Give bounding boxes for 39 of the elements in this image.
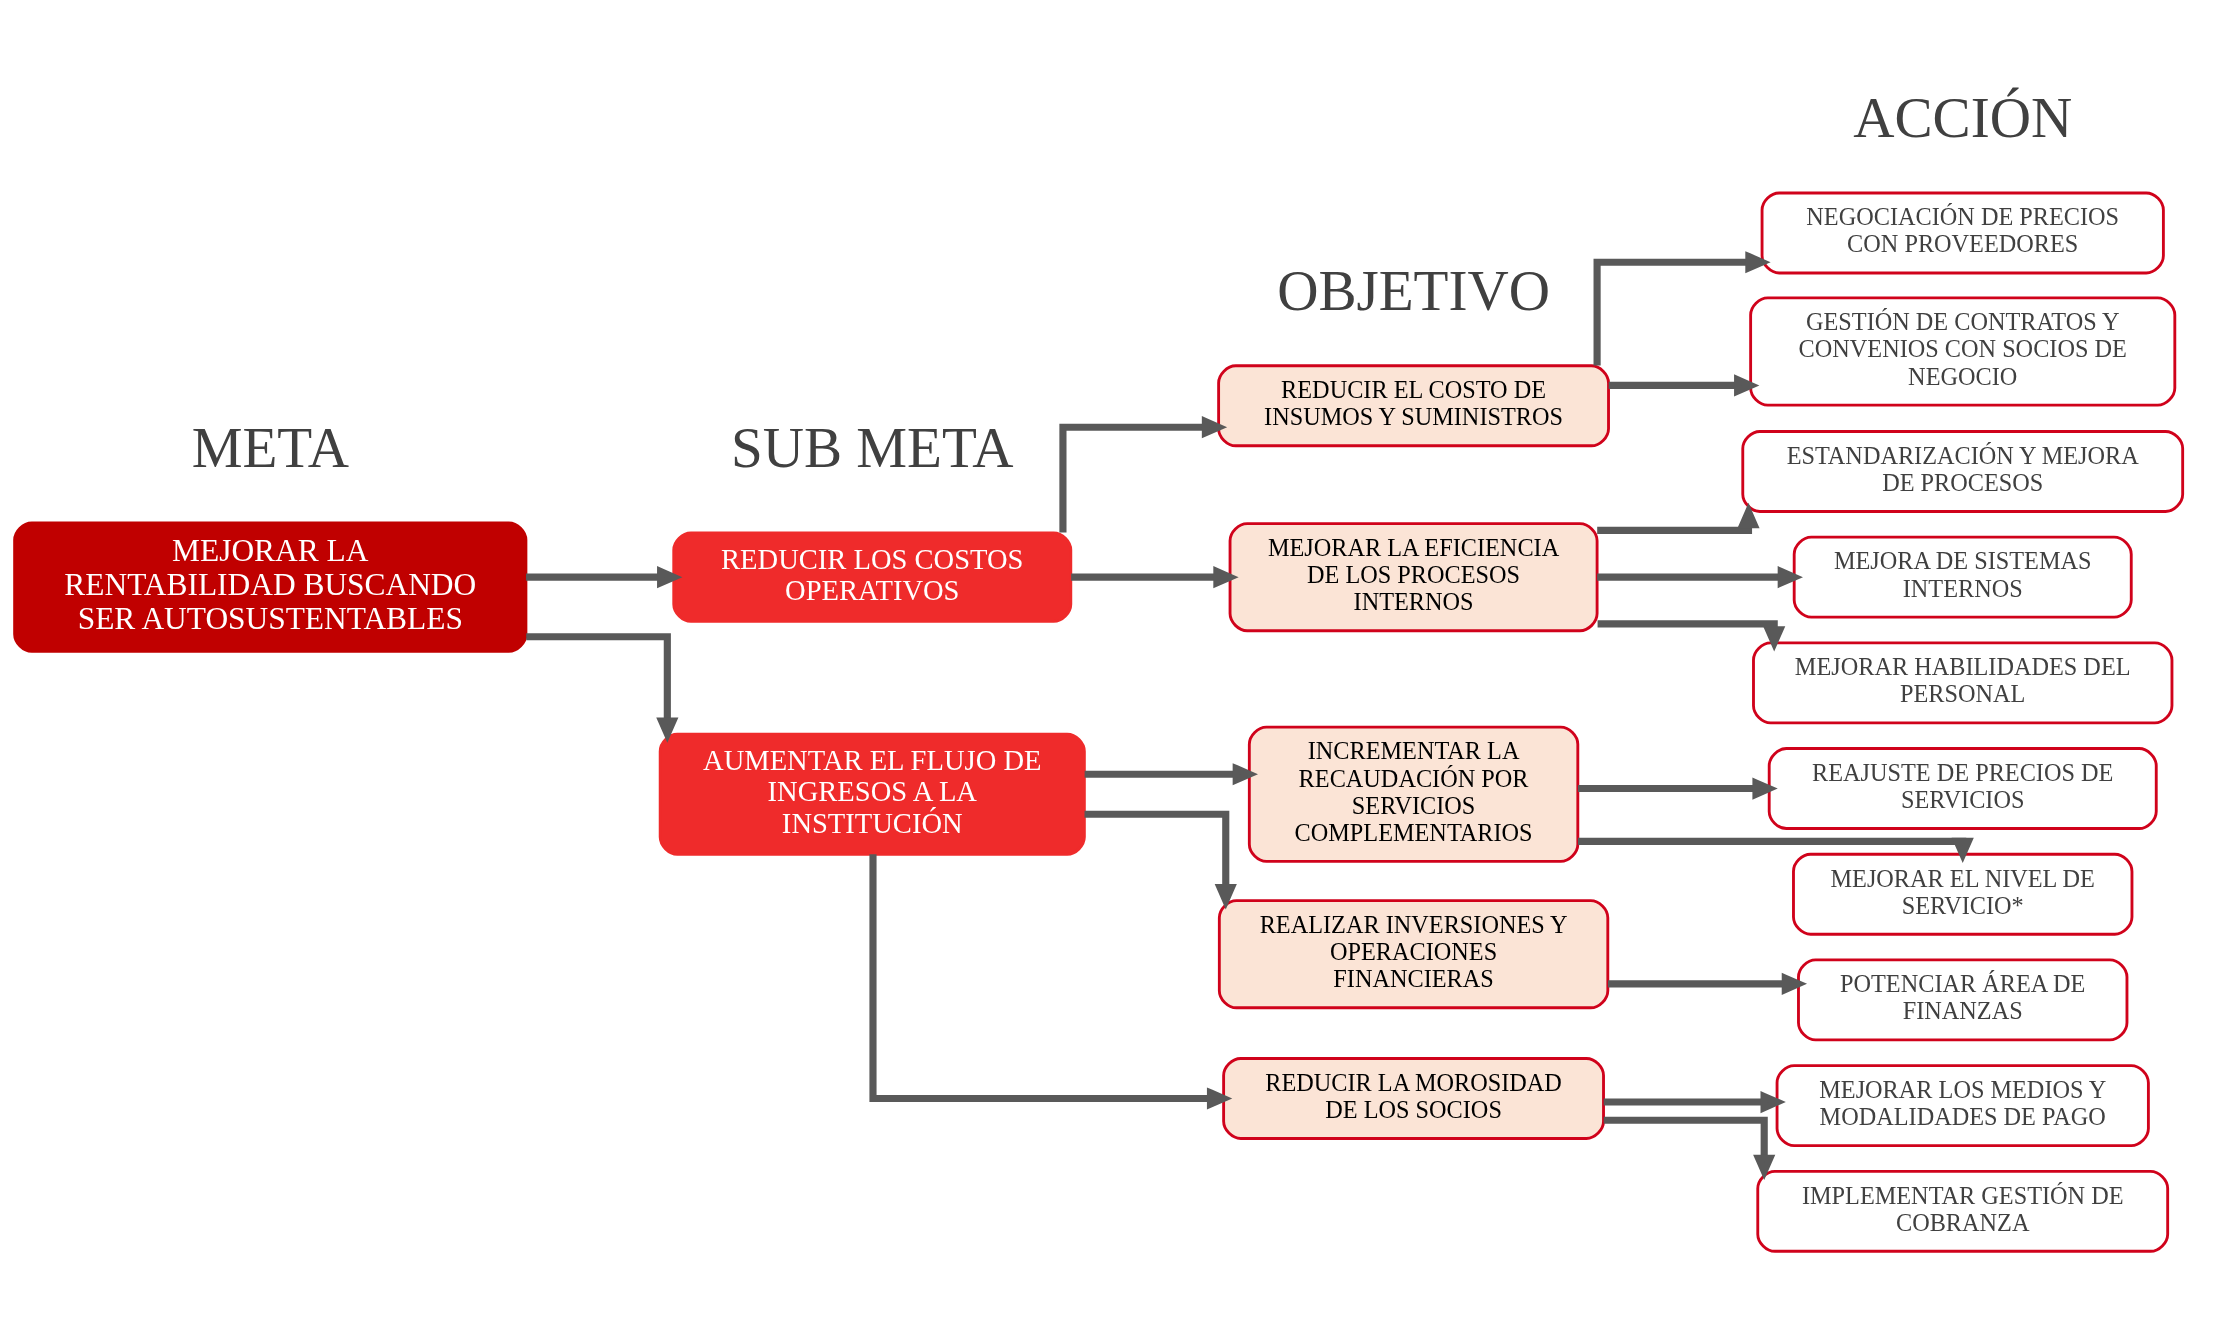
arrow bbox=[1577, 777, 1778, 800]
node-box: REDUCIR LOS COSTOS OPERATIVOS bbox=[672, 531, 1073, 623]
node-box: REAJUSTE DE PRECIOS DE SERVICIOS bbox=[1767, 747, 2158, 830]
node-box: IMPLEMENTAR GESTIÓN DE COBRANZA bbox=[1756, 1169, 2170, 1253]
arrow bbox=[526, 633, 679, 743]
node-box: NEGOCIACIÓN DE PRECIOS CON PROVEEDORES bbox=[1760, 191, 2165, 275]
label: SUB META bbox=[730, 416, 1014, 480]
arrow bbox=[1608, 374, 1760, 397]
node-box: GESTIÓN DE CONTRATOS Y CONVENIOS CON SOCIOS DE NEGOCIO bbox=[1749, 296, 2177, 407]
arrow bbox=[1603, 1090, 1786, 1114]
arrow bbox=[1597, 502, 1760, 534]
arrow bbox=[526, 566, 683, 589]
node-box: MEJORAR LA EFICIENCIA DE LOS PROCESOS INTERNOS bbox=[1228, 522, 1599, 633]
arrow bbox=[1607, 972, 1808, 995]
node-box: REDUCIR LA MOROSIDAD DE LOS SOCIOS bbox=[1222, 1057, 1605, 1140]
node-box: MEJORA DE SISTEMAS INTERNOS bbox=[1792, 535, 2133, 619]
arrow bbox=[1059, 416, 1228, 533]
arrow bbox=[869, 854, 1233, 1110]
node-box: REDUCIR EL COSTO DE INSUMOS Y SUMINISTROS bbox=[1217, 364, 1610, 448]
node-box: MEJORAR LA RENTABILIDAD BUSCANDO SER AUTOSUSTENTABLES bbox=[13, 521, 528, 653]
node-box: MEJORAR LOS MEDIOS Y MODALIDADES DE PAGO bbox=[1775, 1064, 2150, 1148]
arrow bbox=[1071, 566, 1239, 589]
label: META bbox=[191, 416, 349, 480]
node-box: AUMENTAR EL FLUJO DE INGRESOS A LA INSTITUCIÓN bbox=[658, 732, 1086, 856]
node-box: MEJORAR HABILIDADES DEL PERSONAL bbox=[1752, 641, 2174, 725]
arrow bbox=[1597, 620, 1786, 652]
node-box: MEJORAR EL NIVEL DE SERVICIO* bbox=[1792, 852, 2134, 936]
node-box: ESTANDARIZACIÓN Y MEJORA DE PROCESOS bbox=[1741, 430, 2185, 513]
label: OBJETIVO bbox=[1277, 259, 1550, 323]
arrow bbox=[1597, 566, 1803, 589]
arrow bbox=[1084, 763, 1258, 786]
node-box: POTENCIAR ÁREA DE FINANZAS bbox=[1797, 958, 2129, 1042]
arrow bbox=[1593, 251, 1771, 366]
node-box: INCREMENTAR LA RECAUDACIÓN POR SERVICIOS COMPLEMENTARIOS bbox=[1247, 725, 1580, 863]
node-box: REALIZAR INVERSIONES Y OPERACIONES FINANCIERAS bbox=[1217, 899, 1610, 1010]
label: ACCIÓN bbox=[1853, 86, 2073, 150]
arrow bbox=[1577, 837, 1974, 864]
arrow bbox=[1084, 810, 1237, 910]
arrow bbox=[1603, 1116, 1776, 1180]
